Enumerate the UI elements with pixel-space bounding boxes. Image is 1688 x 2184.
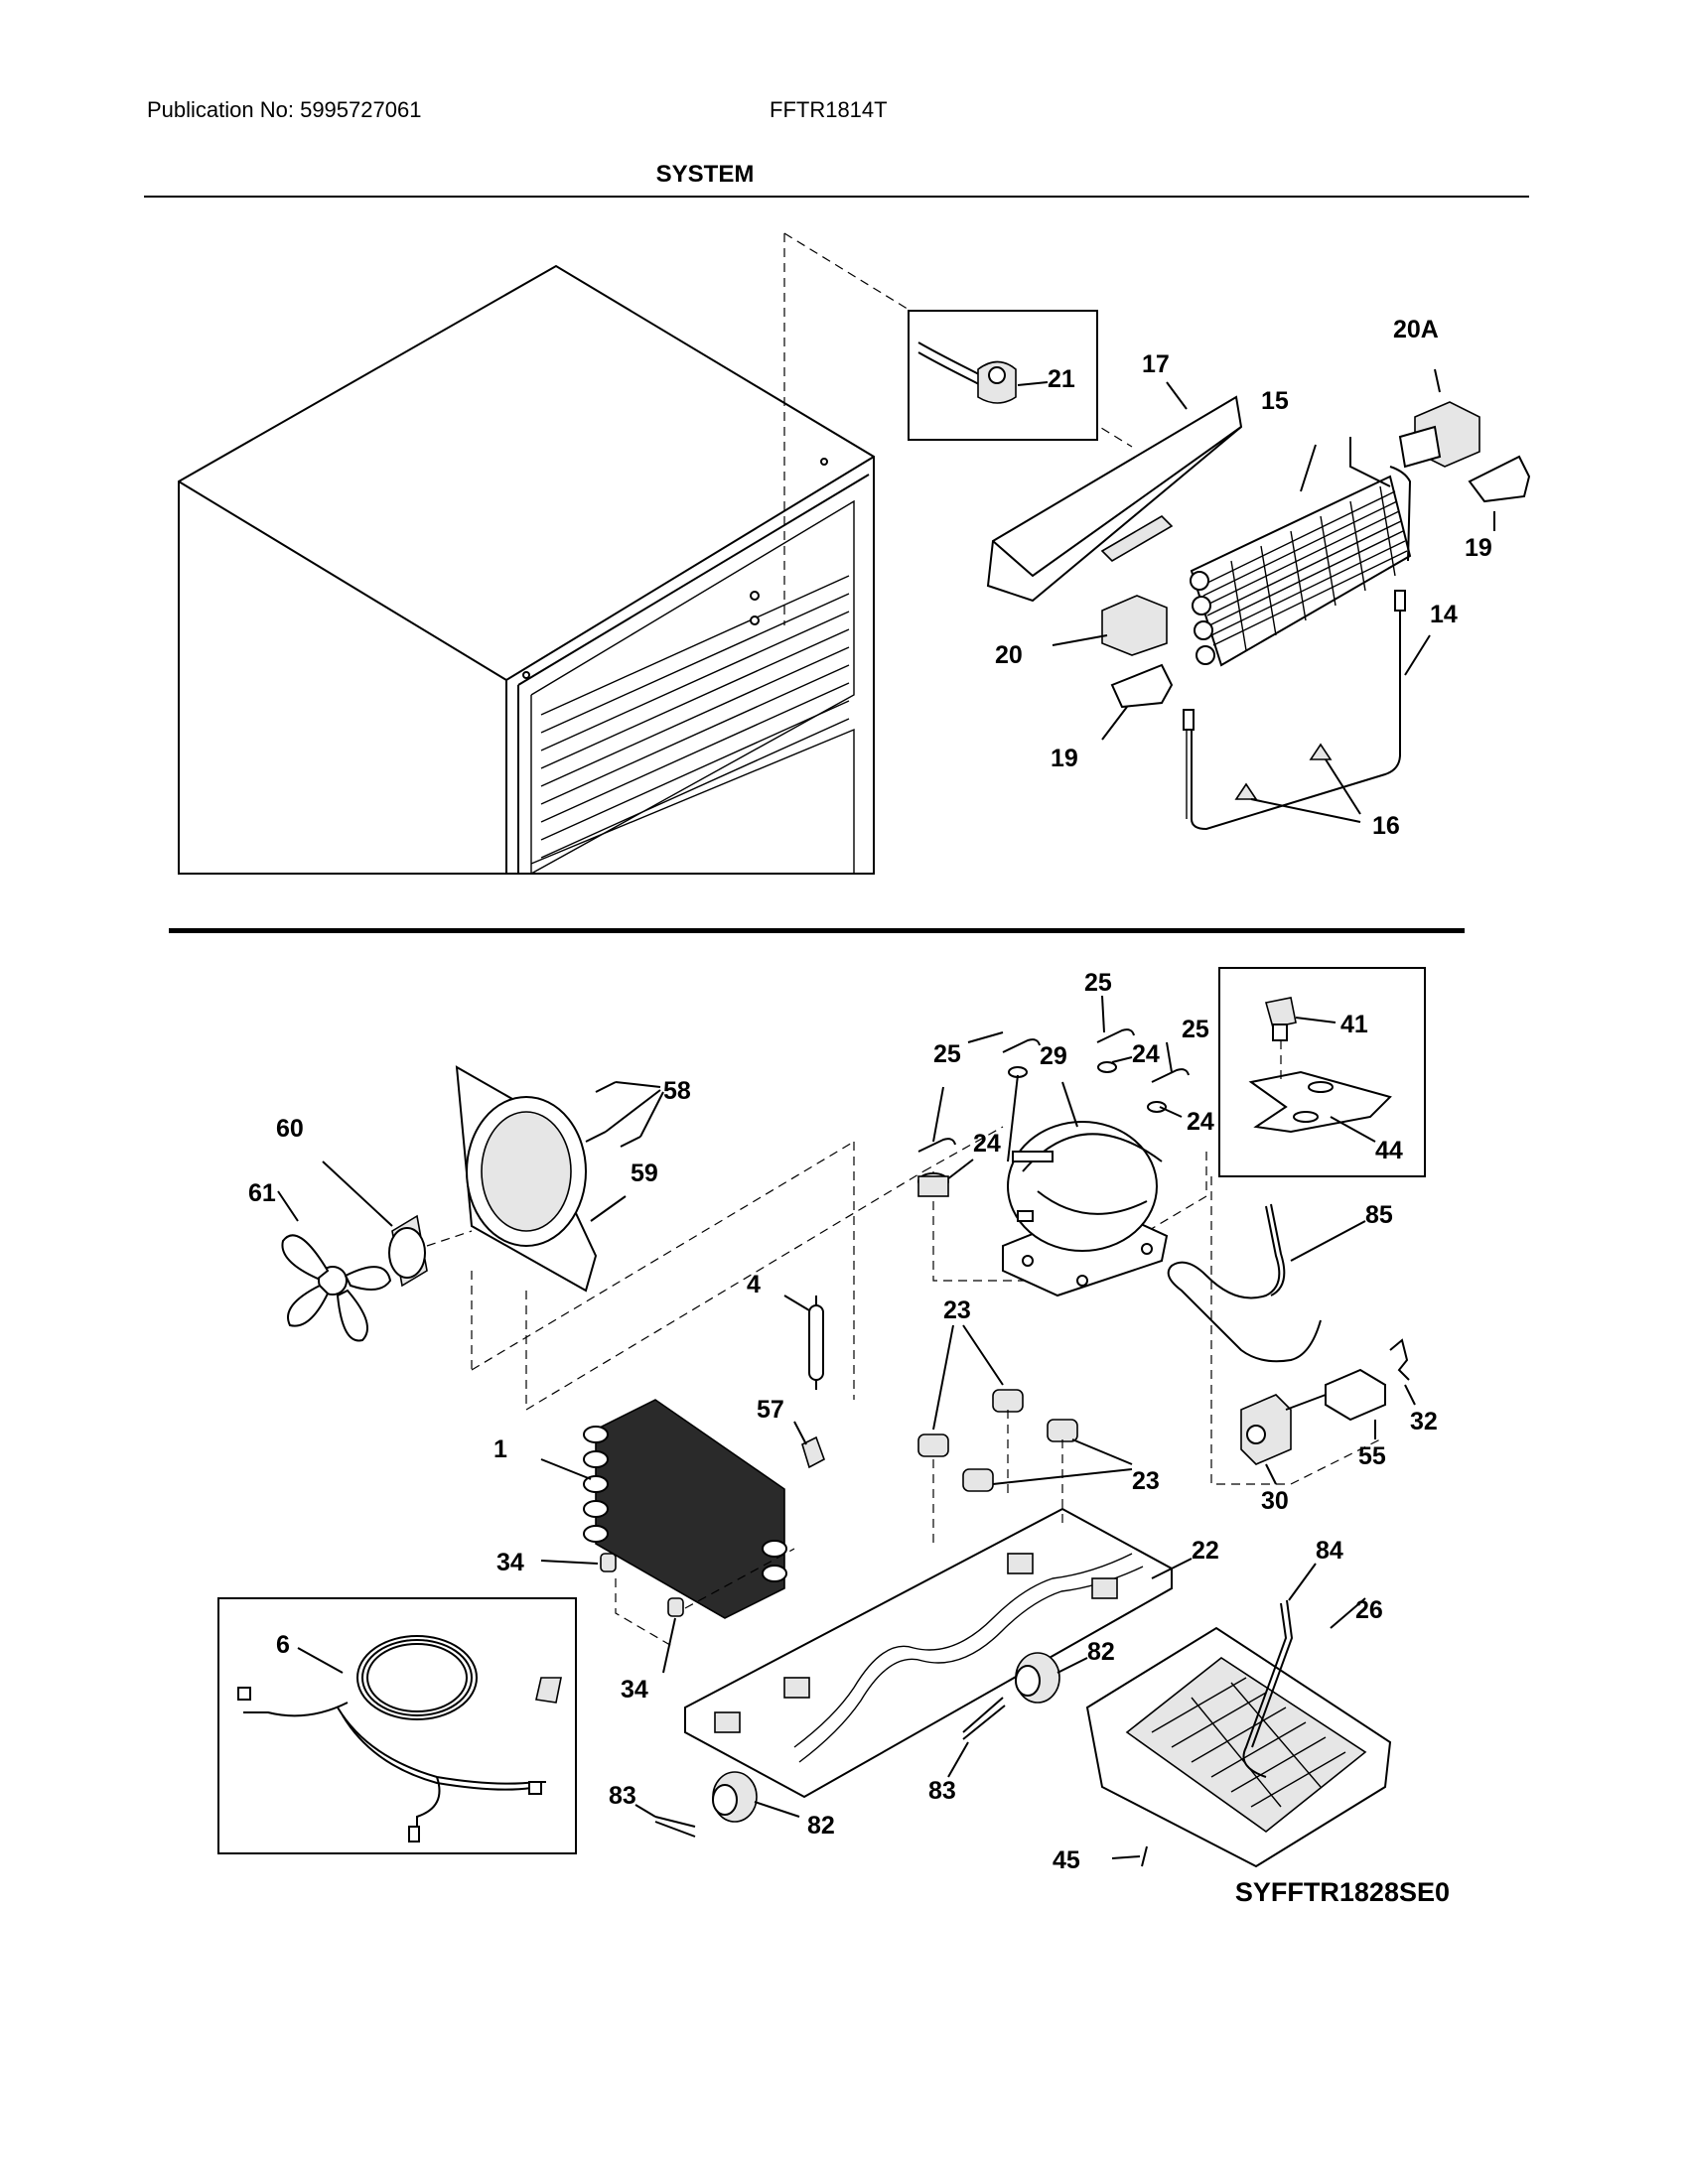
part-1-condenser [540,1399,787,1619]
callout-85: 85 [1365,1201,1393,1229]
part-4-dryer [783,1295,824,1390]
callout-83-right: 83 [928,1777,956,1805]
header-rule [144,196,1529,198]
diagram-code: SYFFTR1828SE0 [1235,1877,1450,1907]
callout-4: 4 [747,1271,761,1298]
callout-23-upper: 23 [943,1297,971,1324]
callout-34-upper: 34 [496,1549,524,1576]
callout-29: 29 [1040,1042,1067,1070]
callout-6: 6 [276,1631,290,1659]
callout-58: 58 [663,1077,691,1105]
part-85-tube [1167,1203,1366,1363]
model-number: FFTR1814T [770,97,888,122]
part-22-base-plate [684,1507,1193,1799]
part-59-fan-shroud [455,1065,627,1293]
cabinet-drawing [178,232,1133,875]
inset-part-6-harness [217,1597,577,1854]
inset-part-41-44 [1218,967,1426,1177]
callout-25-center: 25 [1084,969,1112,997]
callout-19-lower: 19 [1051,745,1078,772]
callout-82-right: 82 [1087,1638,1115,1666]
callout-55: 55 [1358,1442,1386,1470]
section-title: SYSTEM [655,161,755,188]
callout-24-left: 24 [973,1130,1001,1158]
callout-61: 61 [248,1179,276,1207]
callout-34-lower: 34 [621,1676,648,1704]
callout-14: 14 [1430,601,1458,628]
callout-20: 20 [995,641,1023,669]
callout-labels: 21 17 15 20A 19 14 20 19 16 25 25 25 24 … [248,316,1492,1907]
callout-26: 26 [1355,1596,1383,1624]
part-15-evaporator [1190,437,1412,667]
callout-84: 84 [1316,1537,1343,1565]
part-82-83-feet-screws [634,1652,1088,1838]
callout-24-upper: 24 [1132,1040,1160,1068]
callout-19-upper: 19 [1465,534,1492,562]
part-61-fan-blade [277,1190,392,1342]
callout-15: 15 [1261,387,1289,415]
part-57-clip [793,1421,825,1469]
part-30-32-55-electrical [1240,1338,1416,1485]
callout-16: 16 [1372,812,1400,840]
callout-57: 57 [757,1396,784,1424]
callout-44: 44 [1375,1137,1403,1164]
callout-25-right: 25 [1182,1016,1209,1043]
part-60-fan-motor [322,1160,473,1288]
part-34-grommets [540,1548,795,1674]
callout-23-lower: 23 [1132,1467,1160,1495]
section-divider [169,928,1465,933]
part-20-19-terminals [1052,595,1174,741]
callout-32: 32 [1410,1408,1438,1435]
callout-45: 45 [1053,1846,1080,1874]
part-26-drain-pan [1085,1563,1392,1868]
part-14-defrost-heater [1183,590,1431,831]
callout-60: 60 [276,1115,304,1143]
callout-20a: 20A [1393,316,1439,343]
publication-number: Publication No: 5995727061 [147,97,422,122]
part-58-screws [585,1081,664,1148]
callout-59: 59 [631,1160,658,1187]
callout-83-left: 83 [609,1782,636,1810]
inset-part-21 [908,310,1098,441]
callout-22: 22 [1192,1537,1219,1565]
callout-17: 17 [1142,350,1170,378]
callout-82-left: 82 [807,1812,835,1840]
callout-30: 30 [1261,1487,1289,1515]
part-23-grommets [917,1172,1133,1549]
callout-41: 41 [1340,1011,1368,1038]
callout-25-left: 25 [933,1040,961,1068]
callout-1: 1 [493,1435,507,1463]
callout-21: 21 [1048,365,1075,393]
part-17-drain-trough [986,381,1243,603]
part-20a-19-terminals [1398,368,1531,531]
callout-24-right: 24 [1187,1108,1214,1136]
part-29-compressor [1002,1081,1169,1297]
